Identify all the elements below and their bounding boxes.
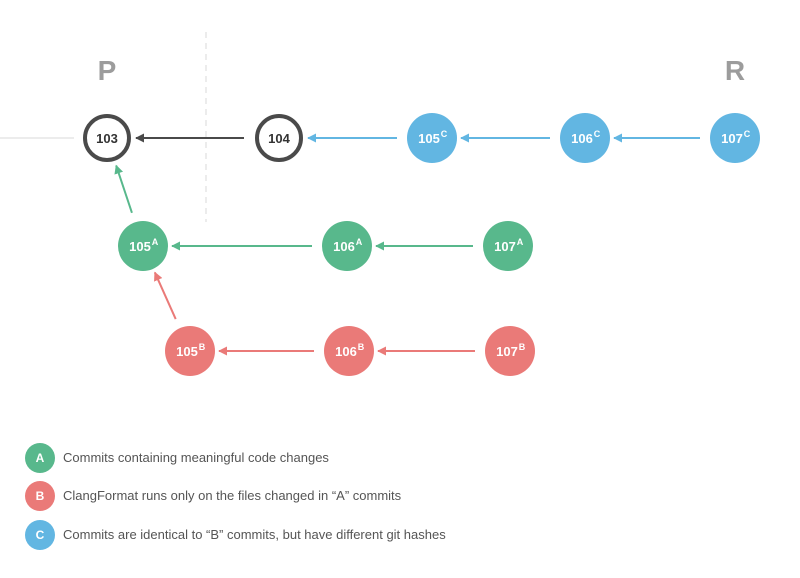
commit-circle bbox=[324, 326, 374, 376]
legend: A Commits containing meaningful code chan… bbox=[25, 443, 446, 550]
commit-circle bbox=[485, 326, 535, 376]
commit-superscript: A bbox=[517, 237, 524, 247]
commit-label: 106 bbox=[333, 239, 355, 254]
commit-label: 104 bbox=[268, 131, 290, 146]
commit-label: 106 bbox=[335, 344, 357, 359]
commit-superscript: B bbox=[519, 342, 526, 352]
commit-node-103: 103 bbox=[83, 114, 131, 162]
commit-label: 105 bbox=[176, 344, 198, 359]
legend-badge bbox=[25, 520, 55, 550]
commit-circle bbox=[83, 114, 131, 162]
commit-superscript: C bbox=[744, 129, 751, 139]
commit-circle bbox=[118, 221, 168, 271]
legend-text: Commits are identical to “B” commits, bu… bbox=[63, 527, 446, 542]
legend-item-a: A Commits containing meaningful code chan… bbox=[25, 443, 329, 473]
legend-badge-letter: B bbox=[36, 489, 45, 503]
commit-superscript: C bbox=[441, 129, 448, 139]
legend-badge-letter: A bbox=[36, 451, 45, 465]
commit-label: 107 bbox=[494, 239, 516, 254]
legend-text: Commits containing meaningful code chang… bbox=[63, 450, 329, 465]
legend-text: ClangFormat runs only on the files chang… bbox=[63, 488, 402, 503]
commit-label: 107 bbox=[496, 344, 518, 359]
guide-lines bbox=[0, 32, 207, 222]
commit-label: 106 bbox=[571, 131, 593, 146]
commit-circle bbox=[483, 221, 533, 271]
commit-label: 107 bbox=[721, 131, 743, 146]
commit-superscript: B bbox=[358, 342, 365, 352]
legend-badge bbox=[25, 443, 55, 473]
legend-badge-letter: C bbox=[36, 528, 45, 542]
commit-circle bbox=[322, 221, 372, 271]
legend-item-c: C Commits are identical to “B” commits, b… bbox=[25, 520, 446, 550]
heading-p: P bbox=[98, 55, 117, 86]
heading-r: R bbox=[725, 55, 745, 86]
commit-label: 105 bbox=[129, 239, 151, 254]
commit-label: 105 bbox=[418, 131, 440, 146]
edge-n105A-to-n103 bbox=[114, 164, 133, 214]
commit-superscript: A bbox=[356, 237, 363, 247]
commit-superscript: A bbox=[152, 237, 159, 247]
commit-superscript: C bbox=[594, 129, 601, 139]
edge-n105B-to-n105A bbox=[153, 271, 177, 320]
commit-circle bbox=[255, 114, 303, 162]
commit-circle bbox=[165, 326, 215, 376]
commit-node-104: 104 bbox=[255, 114, 303, 162]
edges bbox=[114, 133, 700, 356]
commit-circle bbox=[710, 113, 760, 163]
commit-circle bbox=[407, 113, 457, 163]
commit-circle bbox=[560, 113, 610, 163]
commit-superscript: B bbox=[199, 342, 206, 352]
legend-badge bbox=[25, 481, 55, 511]
legend-item-b: B ClangFormat runs only on the files chan… bbox=[25, 481, 402, 511]
commit-label: 103 bbox=[96, 131, 118, 146]
